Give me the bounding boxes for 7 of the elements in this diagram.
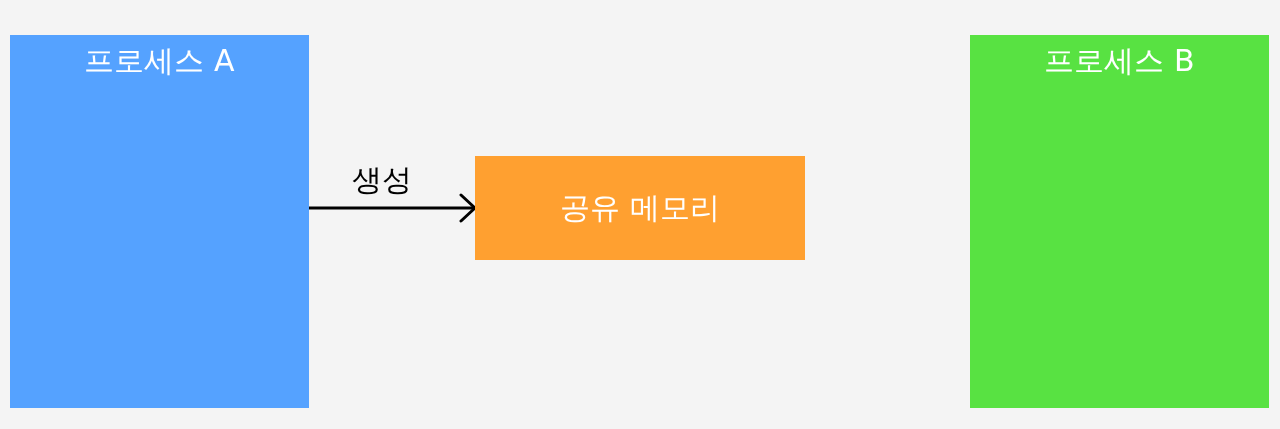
memory-box [475,156,805,260]
box-label: 프로세스 B [1044,42,1195,80]
process-box [10,35,309,408]
box-label: 프로세스 A [84,42,235,80]
process-box [970,35,1269,408]
arrow [309,193,477,223]
box-label: 공유 메모리 [560,189,720,227]
